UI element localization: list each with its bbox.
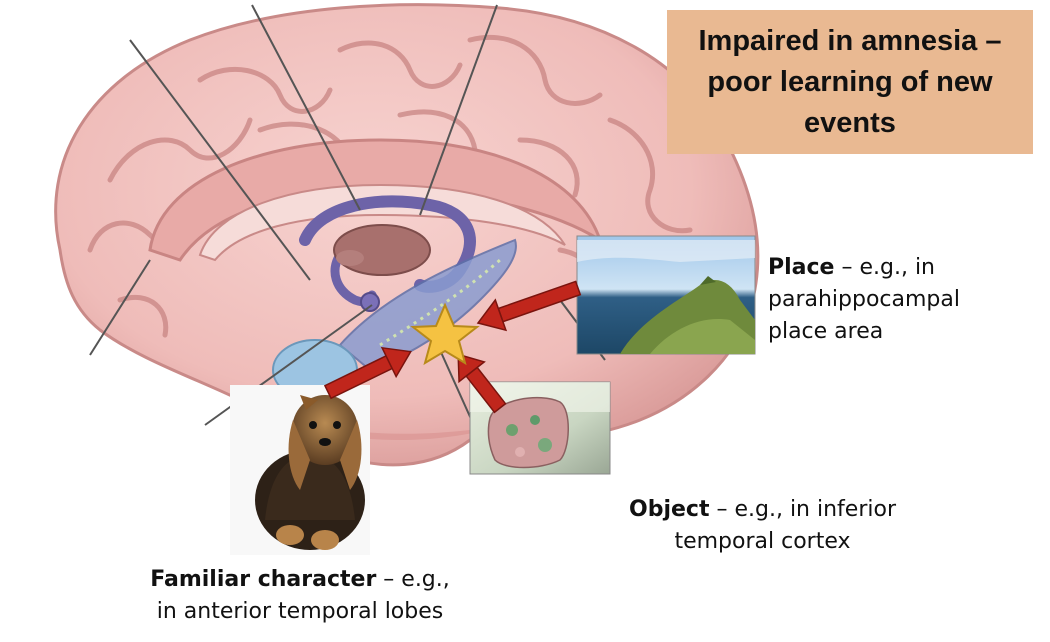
character-label: Familiar character – e.g., in anterior t… — [95, 564, 505, 628]
place-label-bold: Place — [768, 255, 835, 280]
callout-line-3: events — [804, 106, 896, 139]
place-label-rest: – e.g., in — [834, 255, 935, 280]
arrow-from-character — [323, 346, 412, 400]
character-label-bold: Familiar character — [150, 567, 377, 592]
hippocampus-star-icon — [410, 302, 480, 366]
arrow-from-place — [476, 280, 582, 332]
place-label-line3: place area — [768, 319, 884, 344]
thalamus — [333, 224, 431, 276]
object-photo — [469, 381, 611, 475]
character-photo — [230, 385, 370, 555]
object-label-rest: – e.g., in inferior — [709, 497, 896, 522]
object-label-line2: temporal cortex — [674, 529, 851, 554]
place-label-line2: parahippocampal — [768, 287, 960, 312]
character-label-rest: – e.g., — [376, 567, 450, 592]
object-label: Object – e.g., in inferior temporal cort… — [580, 494, 945, 558]
place-photo — [576, 235, 756, 355]
callout-line-1: Impaired in amnesia – — [698, 24, 1002, 57]
mammillary-body — [360, 292, 380, 312]
amnesia-callout: Impaired in amnesia – poor learning of n… — [667, 10, 1033, 154]
character-label-line2: in anterior temporal lobes — [156, 599, 444, 624]
callout-line-2: poor learning of new — [707, 65, 993, 98]
hippocampus — [338, 238, 517, 372]
place-label: Place – e.g., in parahippocampal place a… — [768, 252, 960, 348]
object-label-bold: Object — [629, 497, 710, 522]
